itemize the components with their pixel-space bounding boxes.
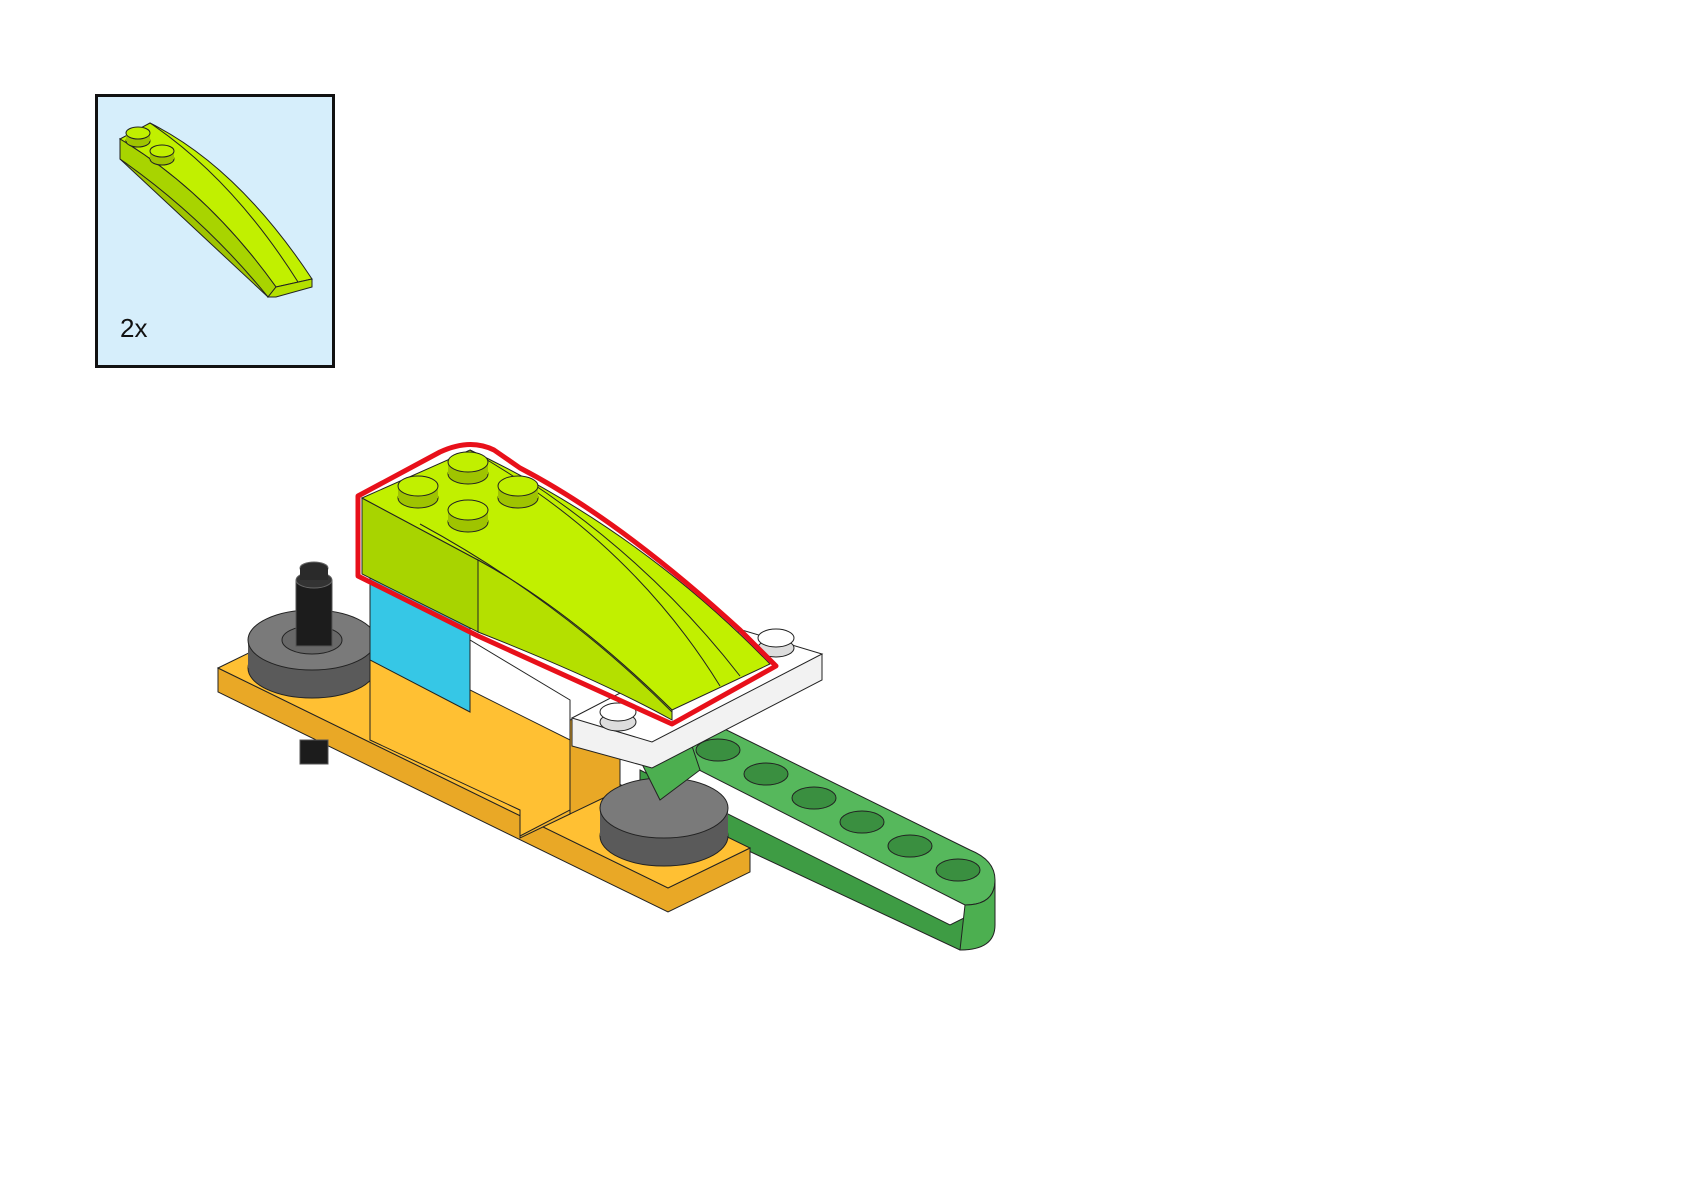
- part-quantity: 2x: [120, 313, 148, 343]
- black-technic-pin: [295, 561, 333, 765]
- stud-icon: [447, 499, 489, 533]
- stud-icon: [599, 702, 637, 732]
- stud-icon: [757, 628, 795, 658]
- parts-callout: 2x: [95, 94, 335, 368]
- new-part-highlight-outline: [355, 442, 779, 727]
- gray-wheel-right: [599, 777, 729, 867]
- stud-icon: [149, 144, 175, 166]
- stud-icon: [125, 126, 151, 148]
- lime-curved-slope-assembly: [355, 442, 779, 727]
- stud-icon: [447, 451, 489, 485]
- lime-curved-slope-brick-icon: [118, 122, 313, 298]
- stud-icon: [497, 475, 539, 509]
- white-plate-back: [469, 639, 571, 741]
- stud-icon: [397, 475, 439, 509]
